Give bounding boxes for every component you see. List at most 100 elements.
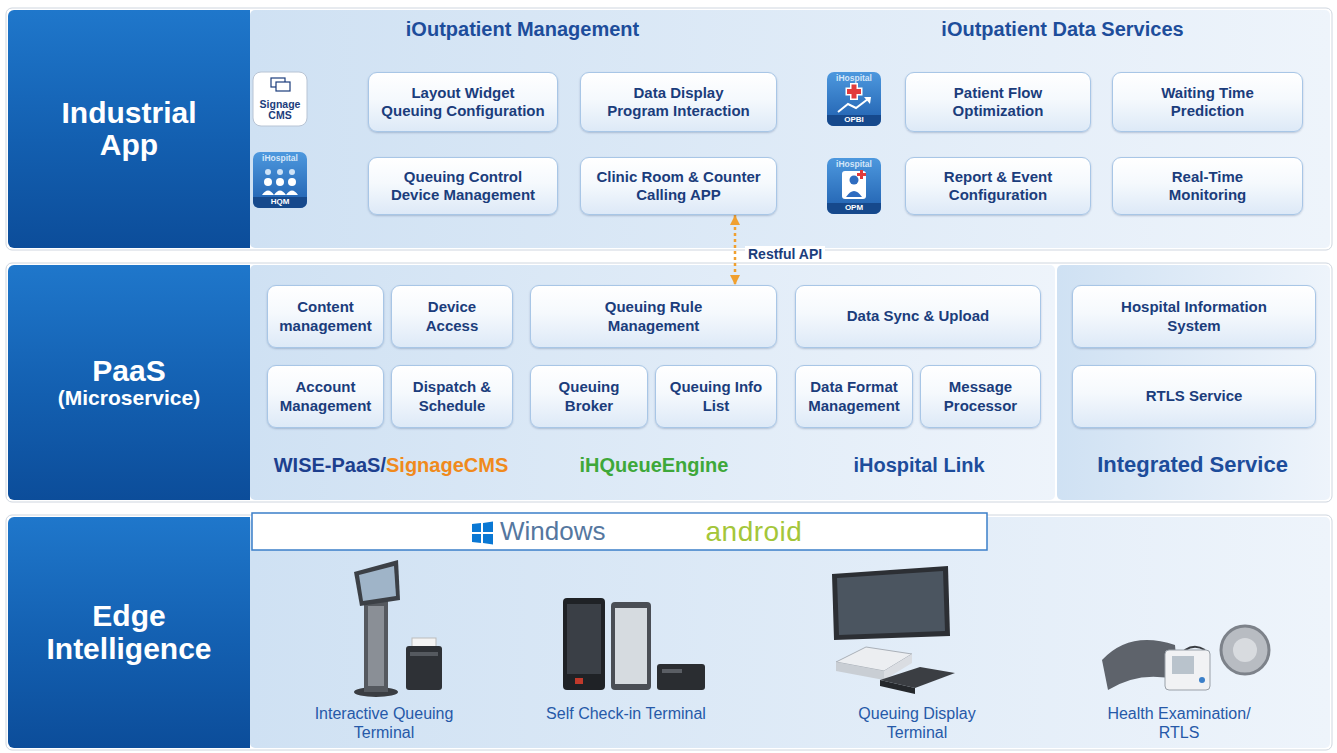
icon-glyph (857, 173, 866, 176)
service-box: RTLS Service (1072, 365, 1316, 428)
service-box: Queuing Info List (655, 365, 777, 428)
group-heading-row: iHospital Link (790, 454, 1048, 477)
icon-text: iHospital (836, 74, 872, 83)
kiosk-body (368, 606, 384, 686)
layer-label: Industrial App (8, 10, 250, 248)
box-text: Clinic Room & Counter Calling APP (594, 168, 764, 205)
box-text: Message Processor (927, 378, 1034, 415)
group-heading: Integrated Service (1097, 452, 1288, 477)
box-text: Data Display Program Interaction (604, 84, 754, 121)
app-icon: iHospitalHQM (253, 152, 307, 208)
box-text: Device Access (405, 298, 500, 335)
tablet-screen (615, 608, 647, 684)
group-heading: iOutpatient Management (406, 18, 639, 40)
service-box: Waiting Time Prediction (1112, 72, 1303, 132)
box-text: Queuing Rule Management (579, 298, 729, 335)
box-text: Hospital Information System (1109, 298, 1279, 335)
box-text: Real-Time Monitoring (1153, 168, 1263, 205)
module-group: Signage CMS Layout Widget Queuing Configu… (250, 12, 795, 242)
service-box: Queuing Control Device Management (368, 157, 558, 215)
os-bar-frame (252, 513, 987, 550)
service-box: Data Display Program Interaction (580, 72, 777, 132)
windows-logo (472, 522, 493, 545)
icon-glyph (262, 191, 298, 196)
layer-card (6, 263, 1332, 502)
layer-panel (250, 10, 1330, 248)
terminal-caption: Interactive Queuing Terminal (302, 704, 466, 742)
os-bar: Windowsandroid (252, 513, 987, 550)
display-screen (837, 571, 945, 635)
bp-monitor (1165, 650, 1210, 690)
group-heading: iOutpatient Data Services (941, 18, 1183, 40)
icon-text: iHospital (836, 160, 872, 169)
service-box: Dispatch & Schedule (391, 365, 513, 428)
icon-glyph (276, 178, 284, 186)
service-box: Real-Time Monitoring (1112, 157, 1303, 215)
service-box: Clinic Room & Counter Calling APP (580, 157, 777, 215)
service-box: Data Sync & Upload (795, 285, 1041, 348)
icon-strip (253, 197, 307, 208)
kiosk-head (354, 560, 400, 606)
layer-title: Industrial App (37, 97, 222, 162)
box-text: Waiting Time Prediction (1138, 84, 1278, 121)
group-heading-row: iOutpatient Management (250, 18, 795, 41)
layer-title: (Microservice) (37, 387, 222, 410)
group-heading-row: Integrated Service (1060, 452, 1325, 478)
module-group: Data Sync & UploadData Format Management… (790, 278, 1048, 483)
icon-glyph (264, 178, 272, 186)
api-arrow (734, 215, 737, 285)
box-text: Data Format Management (802, 378, 906, 415)
service-box: Hospital Information System (1072, 285, 1316, 348)
service-box: Content management (267, 285, 384, 348)
app-icon: iHospitalOPBI (827, 72, 881, 126)
icon-text: Signage CMS (255, 99, 305, 121)
app-icon: iHospitalOPM (827, 158, 881, 214)
group-heading: SignageCMS (386, 454, 508, 476)
terminal-caption: Self Check-in Terminal (544, 704, 708, 723)
player-box (880, 680, 915, 694)
layer-title: Edge Intelligence (37, 600, 222, 665)
service-box: Queuing Broker (530, 365, 648, 428)
icon-glyph (265, 169, 271, 175)
box-text: Queuing Control Device Management (381, 168, 546, 205)
service-box: Report & Event Configuration (905, 157, 1091, 215)
printer-slot (410, 652, 438, 656)
kiosk-body (364, 600, 388, 692)
icon-glyph (846, 191, 862, 197)
box-text: Content management (274, 298, 377, 335)
display-monitor (832, 566, 950, 640)
icon-glyph (850, 176, 859, 185)
group-heading: iHospital Link (853, 454, 984, 476)
service-box: Message Processor (920, 365, 1041, 428)
service-box: Patient Flow Optimization (905, 72, 1091, 132)
tablet-detail (575, 678, 583, 684)
group-heading-row: WISE-PaaS/SignageCMS (262, 454, 520, 477)
player-box (836, 662, 884, 680)
icon-tile (827, 158, 881, 214)
icon-glyph (838, 99, 868, 112)
os-name: Windows (500, 516, 605, 547)
connectors (735, 215, 736, 285)
box-text: Queuing Broker (537, 378, 641, 415)
icon-glyph (276, 82, 290, 91)
bp-button (1199, 677, 1205, 683)
service-box: Layout Widget Queuing Configuration (368, 72, 558, 132)
tablet (611, 602, 651, 690)
group-heading: WISE-PaaS/ (274, 454, 386, 476)
layer-panel (250, 265, 1055, 500)
layer-label: PaaS(Microservice) (8, 265, 250, 500)
group-heading-row: iHQueueEngine (525, 454, 783, 477)
terminal-caption: Queuing Display Terminal (835, 704, 999, 742)
tablet-screen (567, 604, 601, 674)
box-text: Report & Event Configuration (923, 168, 1073, 205)
icon-strip (827, 115, 881, 126)
module-group: Queuing Rule ManagementQueuing Broker Que… (525, 278, 783, 483)
layer-title: PaaS (37, 355, 222, 387)
box-text: Layout Widget Queuing Configuration (381, 84, 546, 121)
reader-device (657, 664, 705, 690)
edge-label: Restful API (745, 246, 825, 262)
icon-glyph (864, 97, 871, 104)
icon-glyph (288, 178, 296, 186)
icon-tile (827, 72, 881, 126)
